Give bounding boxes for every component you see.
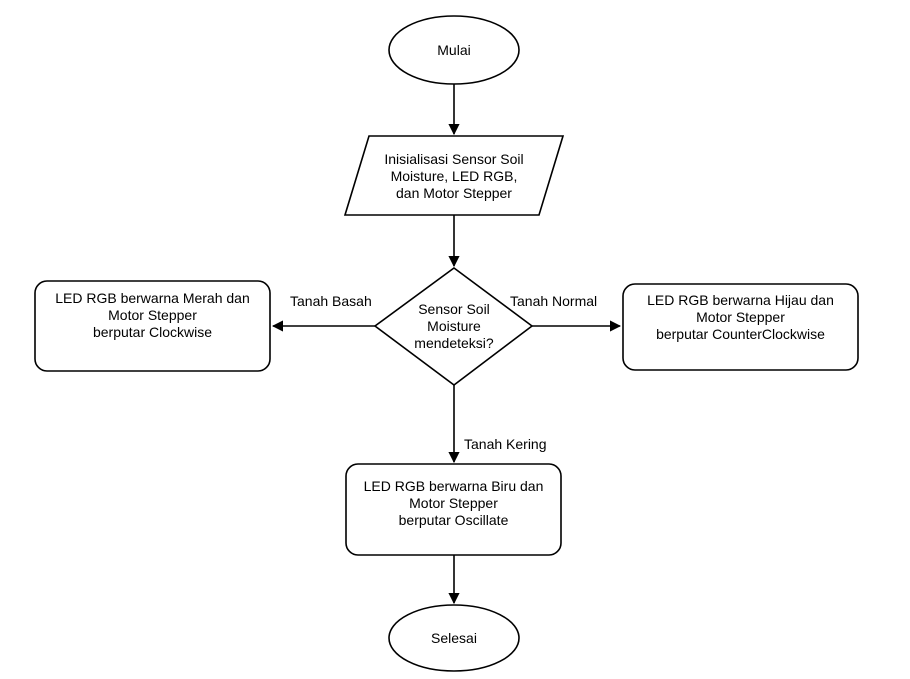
- bottom-box-label: LED RGB berwarna Biru dan Motor Stepper …: [348, 478, 559, 544]
- left-box-text-line3: berputar Clockwise: [92, 324, 213, 340]
- left-box-text-line2: Motor Stepper: [108, 307, 197, 323]
- start-label: Mulai: [389, 33, 519, 67]
- bottom-box-text-line3: berputar Oscillate: [398, 512, 509, 528]
- right-box-text-line2: Motor Stepper: [696, 309, 785, 325]
- init-text-line1: Inisialisasi Sensor Soil: [384, 150, 524, 167]
- bottom-box-text-line1: LED RGB berwarna Biru dan: [363, 478, 544, 494]
- decision-text-line2: Moisture: [427, 317, 481, 334]
- edge-label-down: Tanah Kering: [464, 436, 547, 452]
- init-text-line2: Moisture, LED RGB,: [390, 167, 518, 184]
- decision-text-line1: Sensor Soil: [418, 300, 490, 317]
- right-box-label: LED RGB berwarna Hijau dan Motor Stepper…: [625, 292, 856, 358]
- edge-label-left: Tanah Basah: [290, 293, 372, 309]
- right-box-text-line3: berputar CounterClockwise: [656, 326, 825, 342]
- init-label: Inisialisasi Sensor Soil Moisture, LED R…: [354, 140, 554, 212]
- process-box-right: [622, 283, 859, 371]
- end-label: Selesai: [389, 621, 519, 655]
- end-text: Selesai: [431, 629, 477, 646]
- start-text: Mulai: [437, 41, 471, 58]
- left-box-text-line1: LED RGB berwarna Merah dan: [55, 290, 250, 306]
- process-box-left: [34, 280, 271, 372]
- bottom-box-text-line2: Motor Stepper: [409, 495, 498, 511]
- edge-label-right: Tanah Normal: [510, 293, 598, 309]
- decision-label: Sensor Soil Moisture mendeteksi?: [394, 297, 514, 355]
- right-box-text-line1: LED RGB berwarna Hijau dan: [647, 292, 834, 308]
- end-terminator: [388, 604, 520, 672]
- left-box-label: LED RGB berwarna Merah dan Motor Stepper…: [37, 290, 268, 356]
- init-parallelogram: [343, 135, 565, 216]
- init-text-line3: dan Motor Stepper: [396, 184, 512, 201]
- decision-text-line3: mendeteksi?: [414, 334, 494, 351]
